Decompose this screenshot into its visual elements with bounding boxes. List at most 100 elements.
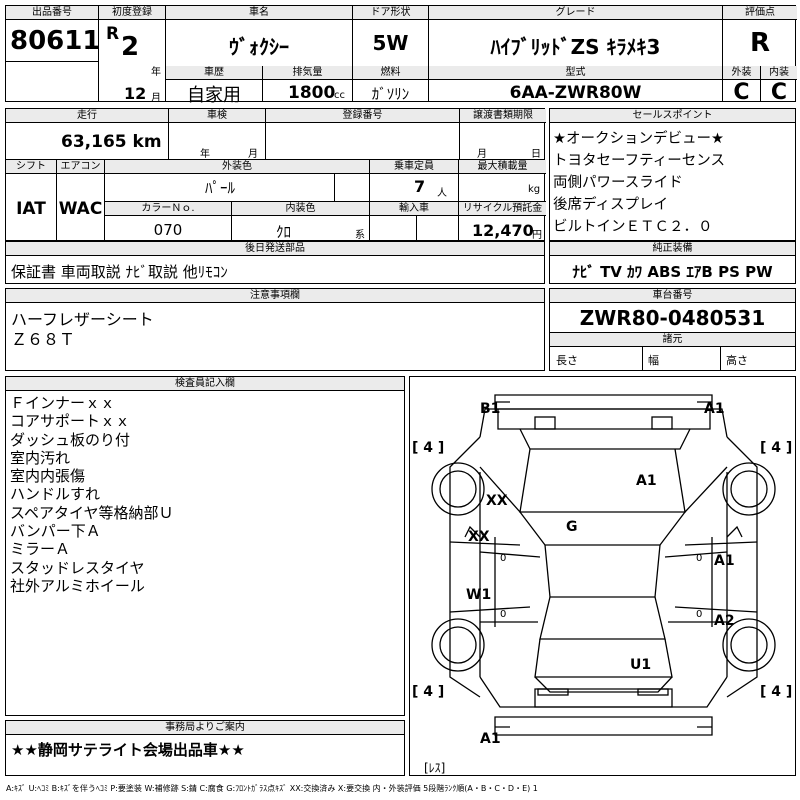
recycle: 12,470: [472, 221, 534, 240]
sales-points-header: セールスポイント: [550, 109, 795, 123]
door-header: ドア形状: [353, 6, 428, 20]
plate-header: 登録番号: [266, 109, 459, 123]
rear-label: [ﾚｽ]: [424, 761, 446, 775]
grade: ﾊｲﾌﾞﾘｯﾄﾞZS ｷﾗﾒｷ3: [490, 35, 661, 59]
tire-fr: [ 4 ]: [760, 440, 793, 456]
history: 自家用: [187, 85, 241, 106]
office-text: ★★静岡サテライト会場出品車★★: [11, 741, 245, 759]
capacity-unit: 人: [437, 188, 447, 199]
ext-grade: C: [733, 80, 750, 105]
interior-color-header: 内装色: [232, 202, 369, 216]
dims-header: 諸元: [550, 333, 795, 347]
car-diagram: [431, 394, 776, 736]
damage-a1-front-right: A1: [704, 401, 725, 417]
displacement-header: 排気量: [263, 66, 352, 80]
int-header: 内装: [761, 66, 797, 80]
type-header: 型式: [429, 66, 722, 80]
office-header: 事務局よりご案内: [6, 721, 404, 735]
fuel: ｶﾞｿﾘﾝ: [371, 85, 410, 103]
notes-header: 注意事項欄: [6, 289, 544, 303]
sales-point-item: トヨタセーフティーセンス: [553, 153, 725, 169]
legend-text: A:ｷｽﾞ U:ﾍｺﾐ B:ｷｽﾞを伴うﾍｺﾐ P:要塗装 W:補修跡 S:錆 …: [6, 784, 538, 793]
shift-header: シフト: [6, 160, 56, 174]
dims-height: 高さ: [726, 354, 748, 367]
damage-a2: A2: [714, 613, 735, 629]
transfer-month-unit: 月: [477, 149, 487, 160]
inspector-line: 室内内張傷: [10, 467, 86, 486]
color-header: 外装色: [105, 160, 369, 174]
later-parts-panel: 後日発送部品 保証書 車両取説 ﾅﾋﾞ取説 他ﾘﾓｺﾝ: [5, 241, 545, 284]
era: R: [106, 24, 120, 44]
mileage: 63,165 km: [61, 132, 162, 152]
history-header: 車歴: [166, 66, 262, 80]
sales-point-item: ★オークションデビュー★: [553, 131, 724, 147]
sales-point-item: 後席ディスプレイ: [553, 197, 668, 213]
inspector-line: バンパー下Ａ: [10, 522, 101, 541]
damage-xx-2: XX: [468, 529, 490, 545]
inspection-year-unit: 年: [200, 149, 210, 160]
grade-header: グレード: [429, 6, 722, 20]
mileage-header: 走行: [6, 109, 168, 123]
genuine-equipment-panel: 純正装備 ﾅﾋﾞ TV ｶﾜ ABS ｴｱB PS PW: [549, 241, 796, 284]
zero-mark-3: 0: [500, 609, 507, 620]
note-line: Ｚ６８Ｔ: [11, 330, 76, 349]
sales-points-list: ★オークションデビュー★ トヨタセーフティーセンス両側パワースライド後席ディスプレ…: [553, 128, 725, 238]
inspector-line: 室内汚れ: [10, 448, 71, 467]
score-header: 評価点: [723, 6, 797, 20]
capacity-header: 乗車定員: [370, 160, 458, 174]
note-line: ハーフレザーシート: [11, 310, 154, 329]
damage-u1: U1: [630, 657, 652, 673]
inspector-line: スタッドレスタイヤ: [10, 558, 145, 577]
genuine-header: 純正装備: [550, 242, 795, 256]
later-parts-text: 保証書 車両取説 ﾅﾋﾞ取説 他ﾘﾓｺﾝ: [11, 263, 228, 281]
shift: IAT: [16, 199, 46, 219]
sales-point-item: 両側パワースライド: [553, 175, 683, 191]
office-panel: 事務局よりご案内 ★★静岡サテライト会場出品車★★: [5, 720, 405, 776]
inspector-line: ミラーＡ: [10, 540, 71, 559]
inspection-month-unit: 月: [248, 149, 258, 160]
dims-width: 幅: [648, 354, 659, 367]
damage-g: G: [566, 519, 578, 535]
color-no: 070: [153, 221, 183, 239]
displacement: 1800: [288, 83, 336, 103]
chassis-panel: 車台番号 ZWR80-0480531 諸元 長さ 幅 高さ: [549, 288, 796, 371]
ext-header: 外装: [723, 66, 760, 80]
inspection-header: 車検: [169, 109, 265, 123]
mid-info-table: 走行 63,165 km 車検 年 月 登録番号 譲渡書類期限 月 日 シフト …: [5, 108, 546, 241]
inspector-line: 社外アルミホイール: [10, 576, 145, 595]
load-unit: kg: [528, 184, 541, 195]
inspector-line: スペアタイヤ等格納部Ｕ: [10, 503, 174, 522]
color: ﾊﾟｰﾙ: [204, 179, 235, 197]
later-parts-header: 後日発送部品: [6, 242, 544, 256]
top-info-table: 出品番号 80611 初度登録 R 2 年 12 月 車名 ｳﾞｫｸｼｰ ドア形…: [5, 5, 797, 106]
interior-unit: 系: [355, 230, 365, 241]
int-grade: C: [770, 80, 788, 105]
zero-mark-2: 0: [696, 553, 703, 564]
transfer-header: 譲渡書類期限: [460, 109, 546, 123]
inspector-line: ダッシュ板のり付: [10, 430, 131, 449]
color-no-header: カラーＮｏ.: [105, 202, 231, 216]
zero-mark-1: 0: [500, 553, 507, 564]
genuine-text: ﾅﾋﾞ TV ｶﾜ ABS ｴｱB PS PW: [572, 263, 773, 281]
chassis-number: ZWR80-0480531: [579, 306, 766, 330]
model-header: 車名: [166, 6, 352, 20]
type: 6AA-ZWR80W: [509, 83, 642, 103]
displacement-unit: cc: [334, 90, 345, 101]
chassis-header: 車台番号: [550, 289, 795, 303]
interior-color: ｸﾛ: [276, 223, 292, 241]
capacity: 7: [414, 177, 426, 196]
load-header: 最大積載量: [459, 160, 546, 174]
recycle-unit: 円: [532, 230, 542, 241]
inspector-line: Ｆインナーｘｘ: [10, 394, 116, 412]
tire-rr: [ 4 ]: [760, 684, 793, 700]
sales-points-panel: セールスポイント ★オークションデビュー★ トヨタセーフティーセンス両側パワースラ…: [549, 108, 796, 241]
year-unit: 年: [151, 67, 161, 78]
lot-no: 80611: [10, 26, 101, 56]
lot-no-header: 出品番号: [6, 6, 98, 20]
damage-a1-right: A1: [714, 553, 735, 569]
zero-mark-4: 0: [696, 609, 703, 620]
first-reg-header: 初度登録: [99, 6, 165, 20]
